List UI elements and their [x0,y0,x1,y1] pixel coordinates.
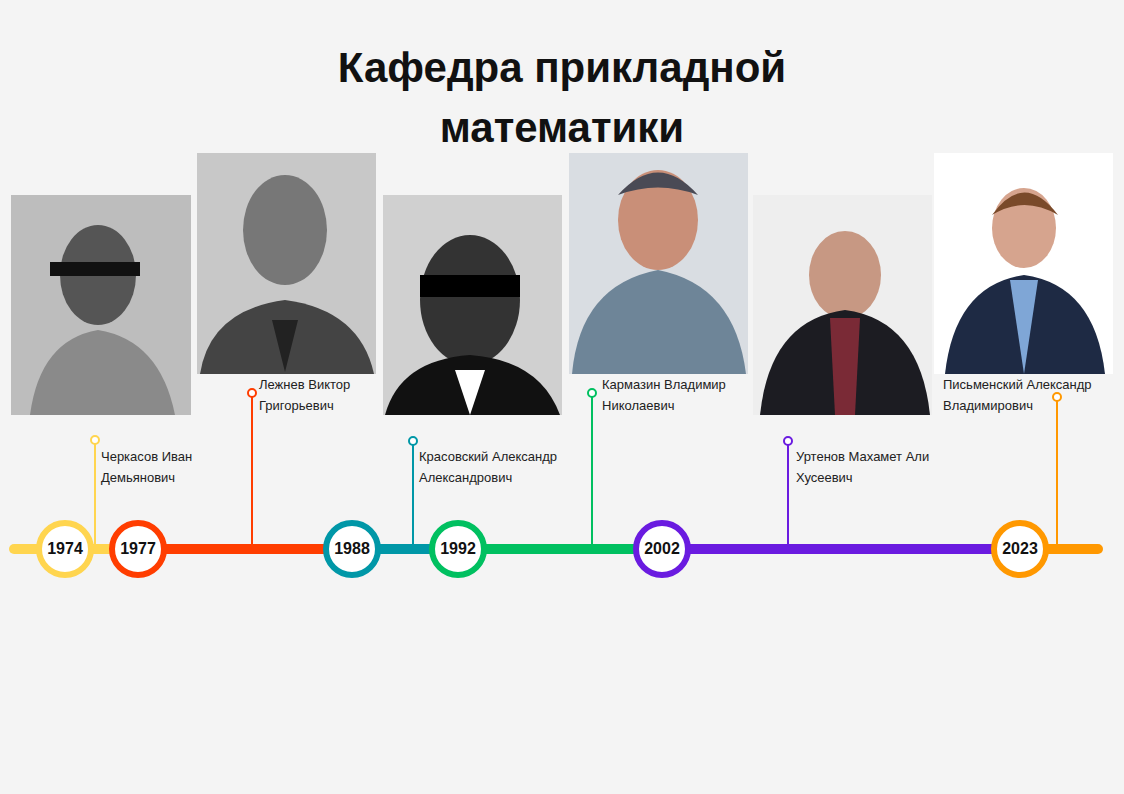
year-circle: 1977 [109,520,167,578]
person-name: Красовский Александр Александрович [419,446,589,488]
year-circle: 1988 [323,520,381,578]
year-label: 1977 [120,540,156,558]
year-label: 1988 [334,540,370,558]
portrait-photo [197,153,376,374]
person-name: Уртенов Махамет Али Хусеевич [796,446,936,488]
person-name: Письменский Александр Владимирович [943,374,1115,416]
year-circle: 1992 [429,520,487,578]
portrait-photo [383,195,562,415]
leader-line [91,389,1061,545]
year-label: 1992 [440,540,476,558]
year-label: 2023 [1002,540,1038,558]
person-name: Лежнев Виктор Григорьевич [259,374,381,416]
year-circle: 2002 [633,520,691,578]
page-title: Кафедра прикладной математики [302,38,822,158]
year-label: 1974 [47,540,83,558]
person-name: Кармазин Владимир Николаевич [602,374,747,416]
portrait-photo [569,153,748,374]
portrait-photo [753,195,932,415]
person-name: Черкасов Иван Демьянович [101,446,219,488]
year-label: 2002 [644,540,680,558]
portrait-photo [11,195,191,415]
timeline-bar [14,544,1098,554]
portrait-photo [934,153,1113,374]
year-circle: 1974 [36,520,94,578]
year-circle: 2023 [991,520,1049,578]
